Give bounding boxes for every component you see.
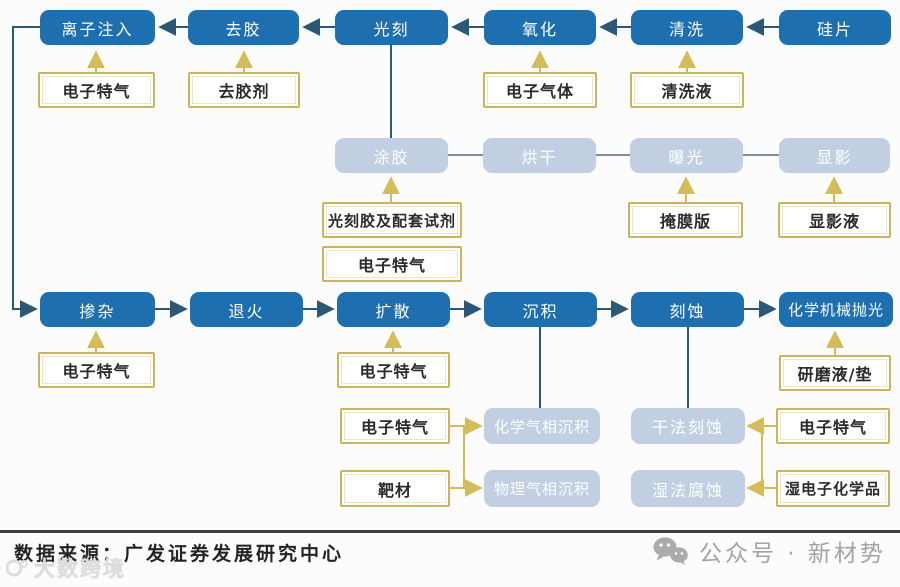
node-bake: 烘干 xyxy=(483,138,596,173)
node-litho: 光刻 xyxy=(335,10,448,45)
node-cvd: 化学气相沉积 xyxy=(484,408,600,444)
watermark-logo-icon xyxy=(6,557,30,579)
node-dry-etch: 干法刻蚀 xyxy=(631,408,745,444)
node-wet-etch: 湿法腐蚀 xyxy=(631,470,745,507)
node-material-electronic-gases: 电子气体 xyxy=(483,72,597,108)
node-material-electronic-gas-diffusion: 电子特气 xyxy=(337,352,450,388)
node-material-electronic-gas-doping: 电子特气 xyxy=(38,352,155,388)
footer-divider xyxy=(0,530,900,533)
wechat-text: 公众号 · 新材势 xyxy=(699,541,886,567)
node-material-photomask: 掩膜版 xyxy=(628,202,743,238)
node-deposition: 沉积 xyxy=(484,292,597,327)
node-material-electronic-gas-ion: 电子特气 xyxy=(38,72,155,108)
data-source-text: 数据来源：广发证券发展研究中心 xyxy=(14,544,345,565)
node-diffusion: 扩散 xyxy=(337,292,450,327)
node-pvd: 物理气相沉积 xyxy=(484,470,600,507)
node-develop: 显影 xyxy=(779,138,890,173)
node-material-photoresist-kit: 光刻胶及配套试剂 xyxy=(322,202,462,238)
node-wafer: 硅片 xyxy=(779,10,891,45)
node-expose: 曝光 xyxy=(630,138,743,173)
node-strip: 去胶 xyxy=(188,10,299,45)
node-clean: 清洗 xyxy=(631,10,743,45)
node-doping: 掺杂 xyxy=(40,292,155,327)
watermark-text: 大数跨境 xyxy=(34,557,126,581)
node-cmp: 化学机械抛光 xyxy=(779,292,893,327)
node-material-electronic-gas-etch: 电子特气 xyxy=(776,408,890,444)
node-oxidation: 氧化 xyxy=(484,10,596,45)
wechat-icon xyxy=(652,536,689,566)
node-etch: 刻蚀 xyxy=(631,292,744,327)
node-material-cleaning-fluid: 清洗液 xyxy=(630,72,744,108)
node-material-slurry-pad: 研磨液/垫 xyxy=(779,355,891,391)
node-coat: 涂胶 xyxy=(335,138,448,173)
wechat-badge: 公众号 · 新材势 xyxy=(652,534,886,568)
node-material-electronic-gas-coat: 电子特气 xyxy=(322,246,462,282)
watermark: 大数跨境 xyxy=(6,553,126,583)
node-material-developer: 显影液 xyxy=(778,202,891,238)
node-anneal: 退火 xyxy=(190,292,303,327)
node-material-target: 靶材 xyxy=(340,470,450,507)
node-material-wet-chemicals: 湿电子化学品 xyxy=(776,470,890,507)
node-material-electronic-gas-cvd: 电子特气 xyxy=(340,408,450,444)
node-ion-implant: 离子注入 xyxy=(40,10,155,45)
node-material-stripper: 去胶剂 xyxy=(188,72,300,108)
